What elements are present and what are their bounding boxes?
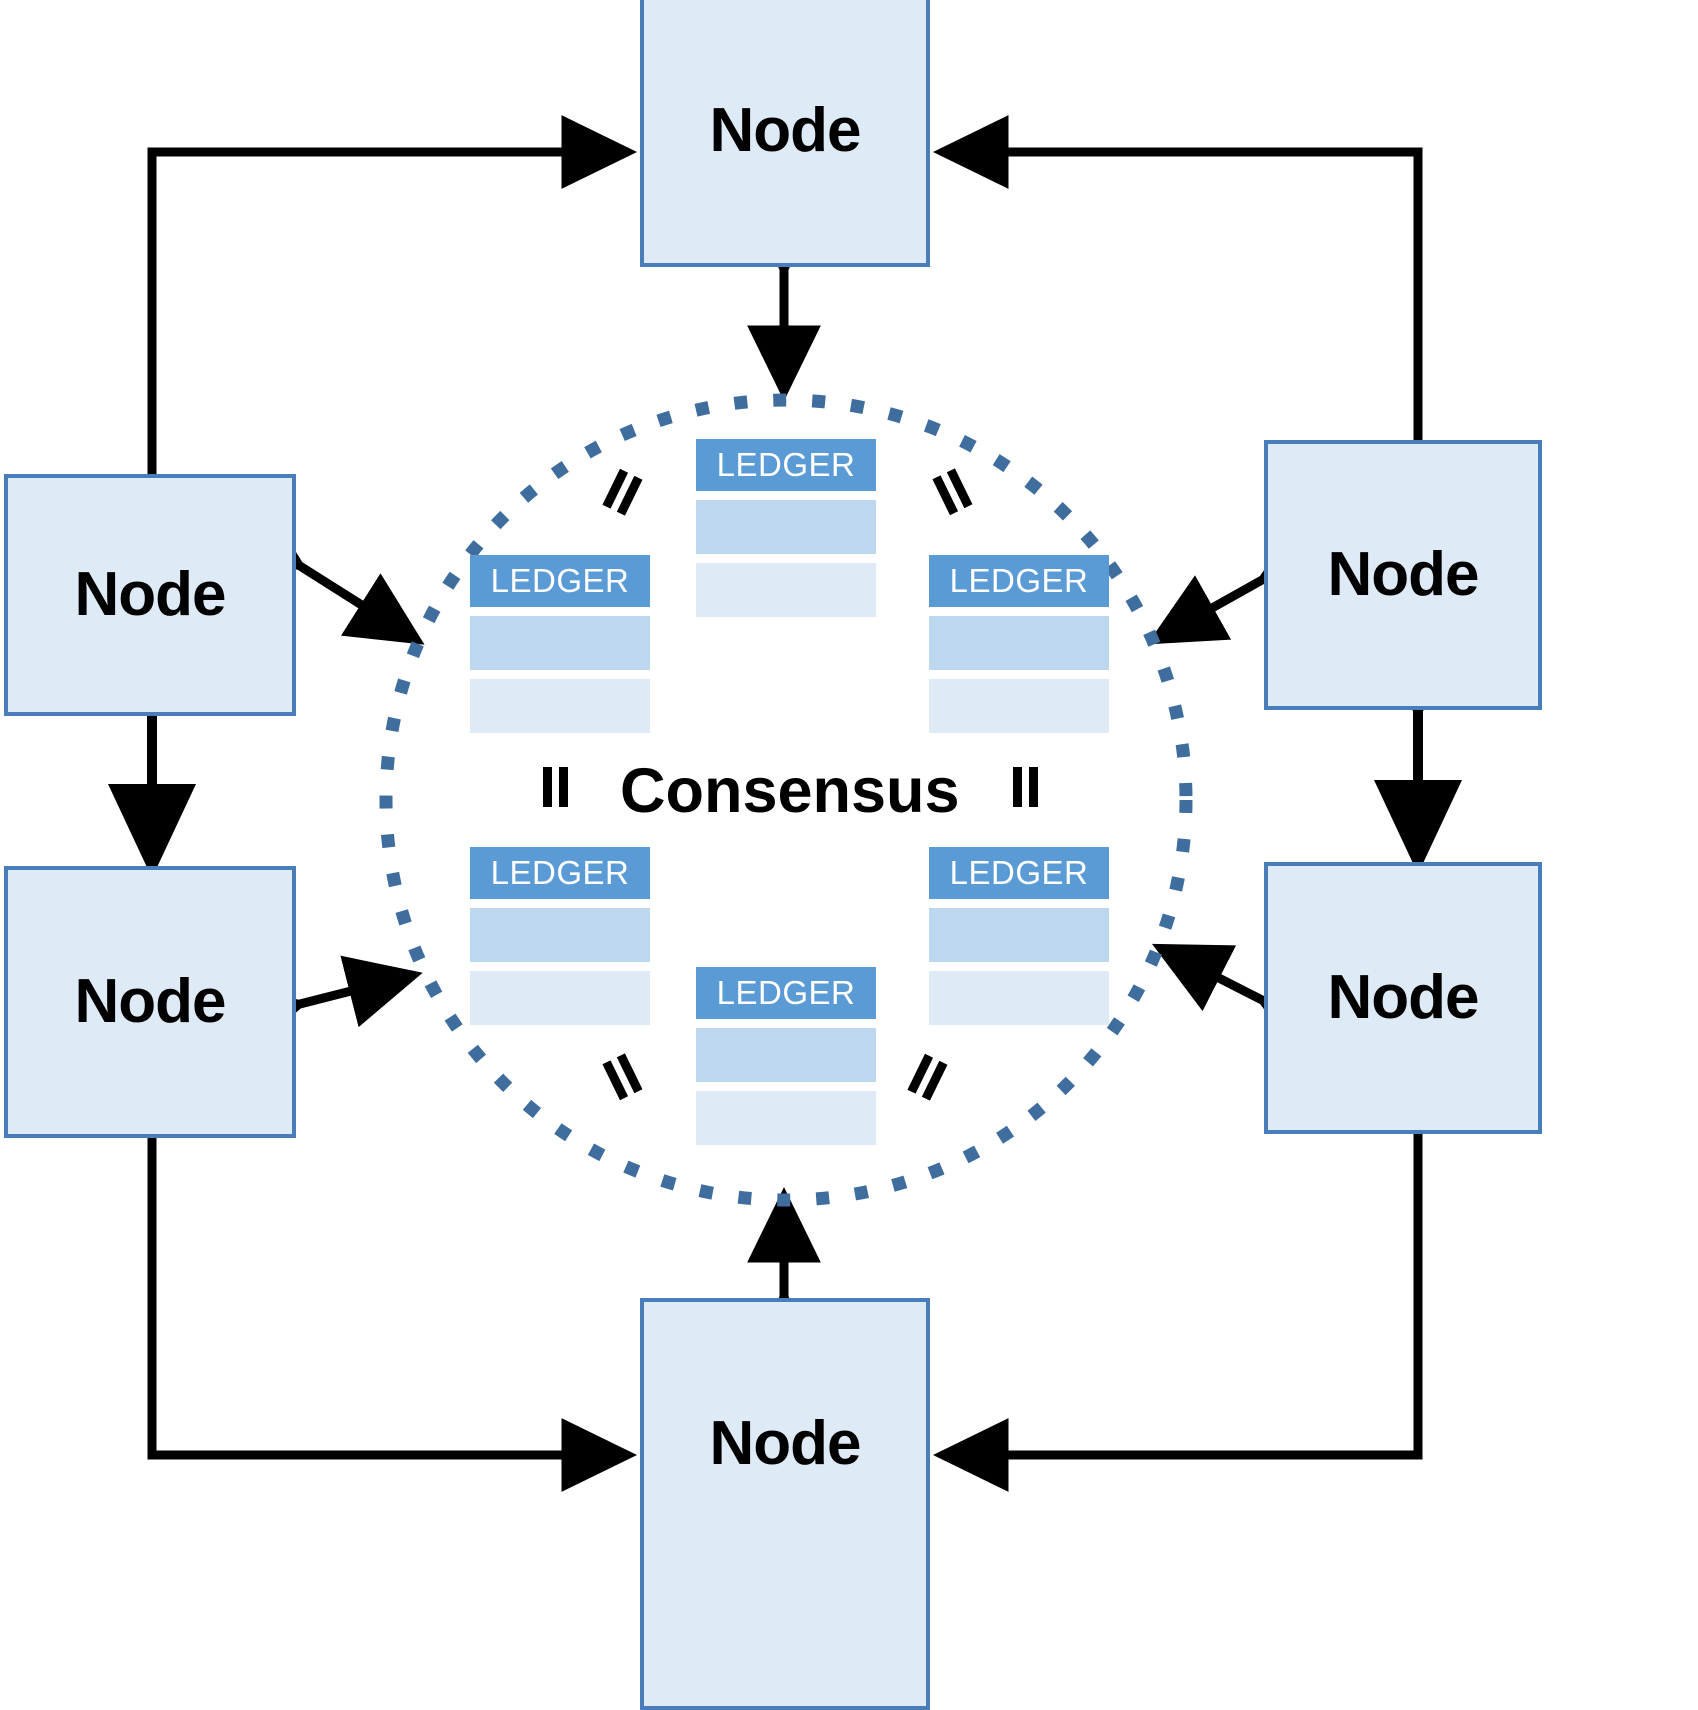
conn-left-lower-to-bottom [115, 1069, 637, 1492]
ledger-bottom-header: LEDGER [696, 967, 876, 1019]
eq-mid-left-icon [533, 765, 577, 809]
node-right-upper[interactable]: Node [1264, 440, 1542, 710]
ledger-lower-left-header: LEDGER [470, 847, 650, 899]
ledger-upper-right-row-1 [929, 616, 1109, 670]
node-top[interactable]: Node [640, 0, 930, 267]
conn-right-lower-to-consensus [1151, 943, 1339, 1064]
eq-mid-right-icon [1003, 765, 1047, 809]
ledger-lower-left[interactable]: LEDGER [470, 847, 650, 1025]
node-bottom[interactable]: Node [640, 1298, 930, 1710]
ledger-upper-right-row-2 [929, 679, 1109, 733]
ledger-lower-right[interactable]: LEDGER [929, 847, 1109, 1025]
node-left-upper[interactable]: Node [4, 474, 296, 716]
ledger-lower-right-header: LEDGER [929, 847, 1109, 899]
eq-bottom-left-icon [593, 1048, 652, 1107]
eq-top-left-icon [593, 463, 652, 522]
ledger-top-row-1 [696, 500, 876, 554]
eq-top-right-icon [923, 463, 982, 522]
ledger-upper-right-header: LEDGER [929, 555, 1109, 607]
conn-right-upper-to-top [933, 115, 1455, 510]
eq-bottom-right-icon [898, 1048, 957, 1107]
conn-left-lower-to-consensus [226, 955, 423, 1057]
ledger-top-header: LEDGER [696, 439, 876, 491]
conn-left-upper-to-top [115, 115, 637, 544]
node-right-lower-label: Node [1327, 963, 1480, 1032]
ledger-lower-left-row-1 [470, 908, 650, 962]
node-top-label: Node [709, 96, 862, 165]
ledger-upper-left[interactable]: LEDGER [470, 555, 650, 733]
ledger-lower-right-row-1 [929, 908, 1109, 962]
ledger-upper-left-row-1 [470, 616, 650, 670]
conn-right-upper-to-consensus [1147, 515, 1339, 645]
conn-right-lower-to-bottom [933, 1066, 1455, 1492]
ledger-upper-left-header: LEDGER [470, 555, 650, 607]
ledger-top-row-2 [696, 563, 876, 617]
ledger-lower-left-row-2 [470, 971, 650, 1025]
ledger-upper-right[interactable]: LEDGER [929, 555, 1109, 733]
ledger-upper-left-row-2 [470, 679, 650, 733]
ledger-bottom-row-2 [696, 1091, 876, 1145]
conn-left-upper-to-consensus [223, 499, 425, 645]
ledger-bottom-row-1 [696, 1028, 876, 1082]
ledger-top[interactable]: LEDGER [696, 439, 876, 617]
node-left-upper-label: Node [74, 560, 227, 629]
node-right-lower[interactable]: Node [1264, 862, 1542, 1134]
node-right-upper-label: Node [1327, 540, 1480, 609]
consensus-label: Consensus [620, 756, 960, 826]
ledger-lower-right-row-2 [929, 971, 1109, 1025]
node-bottom-label: Node [709, 1409, 862, 1478]
node-left-lower[interactable]: Node [4, 866, 296, 1138]
ledger-bottom[interactable]: LEDGER [696, 967, 876, 1145]
node-left-lower-label: Node [74, 967, 227, 1036]
